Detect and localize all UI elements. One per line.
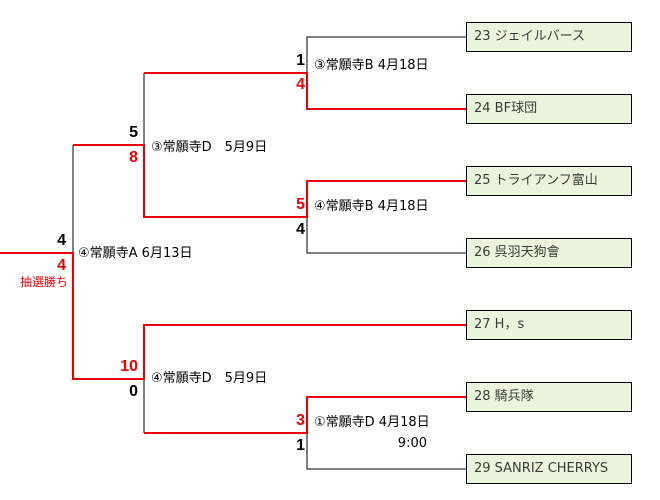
team-name-27: 27 H，s: [474, 317, 525, 332]
score-r1-mid-lower: 4: [296, 221, 305, 238]
team-name-29: 29 SANRIZ CHERRYS: [474, 461, 609, 476]
line-win-team24: [144, 72, 466, 110]
team-name-24: 24 BF球団: [474, 101, 538, 116]
line-win-team25: [73, 144, 466, 218]
team-box-23: 23 ジェイルバース: [466, 22, 632, 52]
score-semi-bottom-upper: 10: [120, 358, 138, 375]
line-lose-team29: [306, 433, 466, 470]
score-semi-top-lower: 8: [129, 149, 138, 166]
score-r1-top-lower: 4: [296, 76, 305, 93]
line-win-team27-champion: [0, 252, 466, 380]
team-box-26: 26 呉羽天狗會: [466, 238, 632, 268]
team-box-29: 29 SANRIZ CHERRYS: [466, 454, 632, 484]
score-final-lower: 4: [57, 257, 66, 274]
score-r1-bottom-upper: 3: [296, 412, 305, 429]
team-name-28: 28 騎兵隊: [474, 389, 534, 404]
score-semi-bottom-lower: 0: [129, 383, 138, 400]
score-r1-mid-upper: 5: [296, 196, 305, 213]
team-box-25: 25 トライアンフ富山: [466, 166, 632, 196]
match-label-r1-top: ③常願寺B 4月18日: [314, 58, 429, 73]
match-label-r1-bottom: ①常願寺D 4月18日: [314, 415, 430, 430]
team-box-24: 24 BF球団: [466, 94, 632, 124]
team-name-23: 23 ジェイルバース: [474, 29, 586, 44]
team-name-26: 26 呉羽天狗會: [474, 245, 560, 260]
match-label-r1-mid: ④常願寺B 4月18日: [314, 199, 429, 214]
score-semi-top-upper: 5: [129, 124, 138, 141]
match-time-r1-bottom: 9:00: [397, 436, 427, 451]
team-name-25: 25 トライアンフ富山: [474, 173, 598, 188]
team-box-28: 28 騎兵隊: [466, 382, 632, 412]
line-win-team28: [144, 396, 466, 434]
score-r1-top-upper: 1: [296, 52, 305, 69]
match-label-semi-bottom: ④常願寺D 5月9日: [151, 371, 268, 386]
line-lose-team23: [306, 36, 466, 73]
score-final-upper: 4: [57, 232, 66, 249]
match-label-semi-top: ③常願寺D 5月9日: [151, 140, 268, 155]
line-lose-team26: [306, 217, 466, 254]
score-r1-bottom-lower: 1: [296, 437, 305, 454]
team-box-27: 27 H，s: [466, 310, 632, 340]
lottery-win-note: 抽選勝ち: [19, 275, 68, 289]
match-label-final: ④常願寺A 6月13日: [78, 246, 193, 261]
